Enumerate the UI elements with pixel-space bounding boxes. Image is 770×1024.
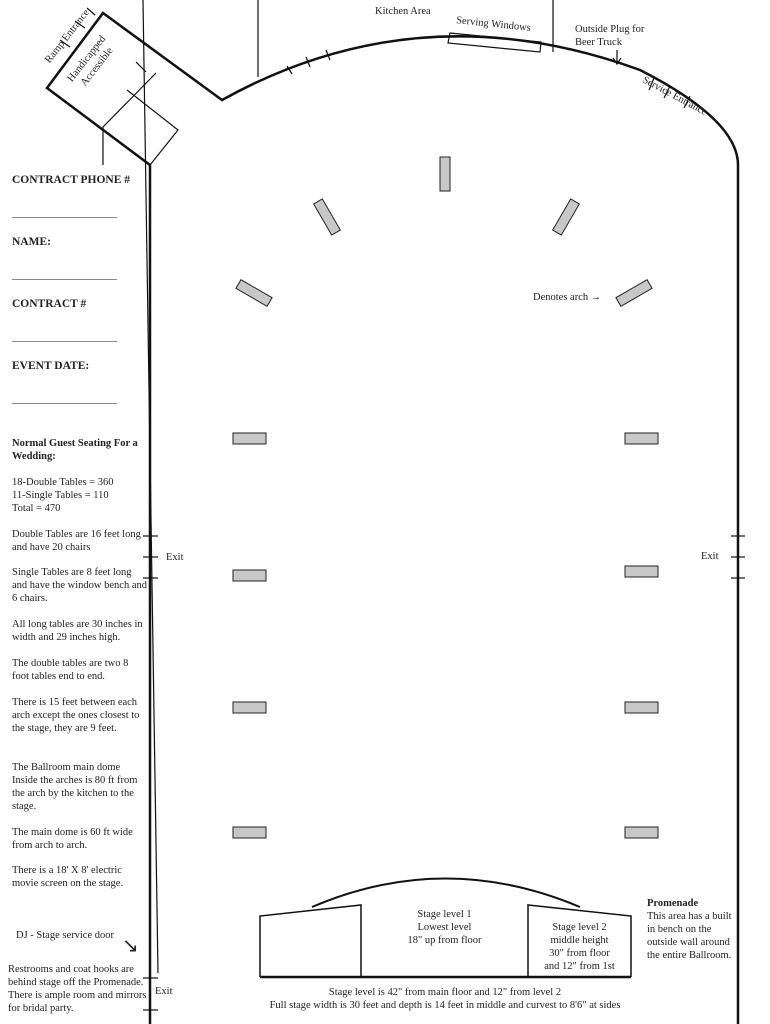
- arch-legend: Denotes arch →: [533, 292, 602, 303]
- arch: [232, 826, 267, 839]
- contract-number-field[interactable]: ____________________: [12, 332, 117, 343]
- serving-windows: [447, 32, 542, 53]
- name-label: NAME:: [12, 236, 51, 248]
- promenade-title: Promenade: [647, 898, 699, 909]
- note: The double tables are two 8 foot tables …: [12, 658, 129, 682]
- arches: [232, 156, 659, 839]
- stage-level-1: Stage level 1 Lowest level 18" up from f…: [407, 909, 482, 946]
- promenade-text: This area has a built in bench on the ou…: [647, 911, 732, 961]
- contract-phone-label: CONTRACT PHONE #: [12, 174, 130, 186]
- note-seating-title: Normal Guest Seating For a Wedding:: [12, 438, 138, 462]
- arrow-icon: ↘: [122, 935, 139, 957]
- ramp-line: [102, 72, 157, 165]
- note-table-counts: 18-Double Tables = 360 11-Single Tables …: [12, 477, 114, 514]
- arch: [232, 701, 267, 714]
- arch: [624, 432, 659, 445]
- arch: [232, 569, 267, 582]
- arch: [615, 278, 653, 308]
- beer-plug-label: Outside Plug for Beer Truck: [575, 24, 645, 48]
- exit-right: Exit: [701, 551, 719, 562]
- name-field[interactable]: ____________________: [12, 270, 117, 281]
- exit-bottom: Exit: [155, 986, 173, 997]
- contract-number-label: CONTRACT #: [12, 298, 87, 310]
- note: All long tables are 30 inches in width a…: [12, 619, 143, 643]
- arch: [312, 198, 342, 236]
- stage-level-2: Stage level 2 middle height 30" from flo…: [544, 922, 615, 972]
- arch: [624, 565, 659, 578]
- note: The Ballroom main dome Inside the arches…: [12, 762, 138, 812]
- arch: [624, 826, 659, 839]
- contract-phone-field[interactable]: ____________________: [12, 208, 117, 219]
- kitchen-label: Kitchen Area: [375, 6, 431, 17]
- arch: [235, 278, 273, 308]
- note: Single Tables are 8 feet long and have t…: [12, 567, 147, 604]
- arch: [624, 701, 659, 714]
- note: There is a 18' X 8' electric movie scree…: [12, 865, 124, 889]
- note: The main dome is 60 ft wide from arch to…: [12, 827, 133, 851]
- stage-caption-2: Full stage width is 30 feet and depth is…: [269, 1000, 621, 1011]
- event-date-label: EVENT DATE:: [12, 360, 90, 372]
- arch: [551, 198, 581, 236]
- note: There is 15 feet between each arch excep…: [12, 697, 140, 734]
- dj-door-label: DJ - Stage service door: [16, 930, 114, 941]
- arch: [439, 156, 451, 192]
- note: Double Tables are 16 feet long and have …: [12, 529, 141, 553]
- note-restrooms: Restrooms and coat hooks are behind stag…: [8, 964, 147, 1014]
- exit-left: Exit: [166, 552, 184, 563]
- event-date-field[interactable]: ____________________: [12, 394, 117, 405]
- stage: [259, 877, 632, 979]
- stage-caption-1: Stage level is 42" from main floor and 1…: [328, 987, 562, 998]
- arch: [232, 432, 267, 445]
